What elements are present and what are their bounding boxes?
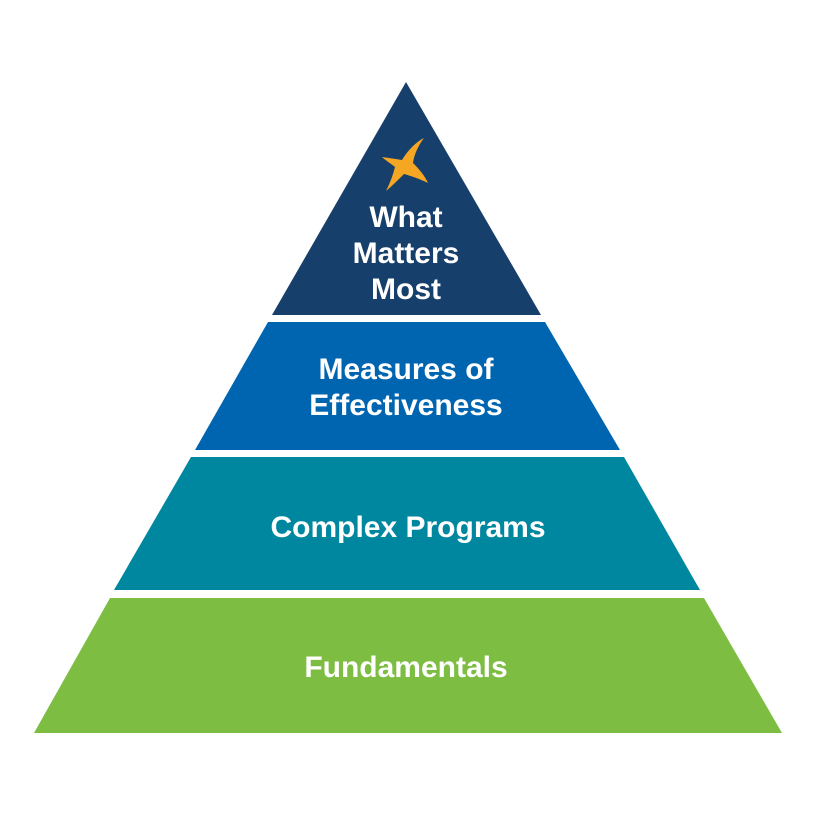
tier-label-effectiveness: Effectiveness (309, 389, 502, 422)
tier-label-most: Most (371, 273, 441, 306)
tier-complex-programs (114, 457, 700, 590)
tier-what-matters-most (272, 82, 541, 315)
tier-label-matters: Matters (353, 237, 460, 270)
tier-label-measures-of: Measures of (318, 353, 494, 386)
tier-fundamentals (34, 598, 782, 733)
tier-label-complex-programs: Complex Programs (270, 511, 545, 544)
tier-label-fundamentals: Fundamentals (304, 651, 507, 684)
tier-label-what: What (369, 201, 442, 234)
star-icon (382, 138, 428, 191)
tier-measures-of-effectiveness (195, 322, 620, 450)
